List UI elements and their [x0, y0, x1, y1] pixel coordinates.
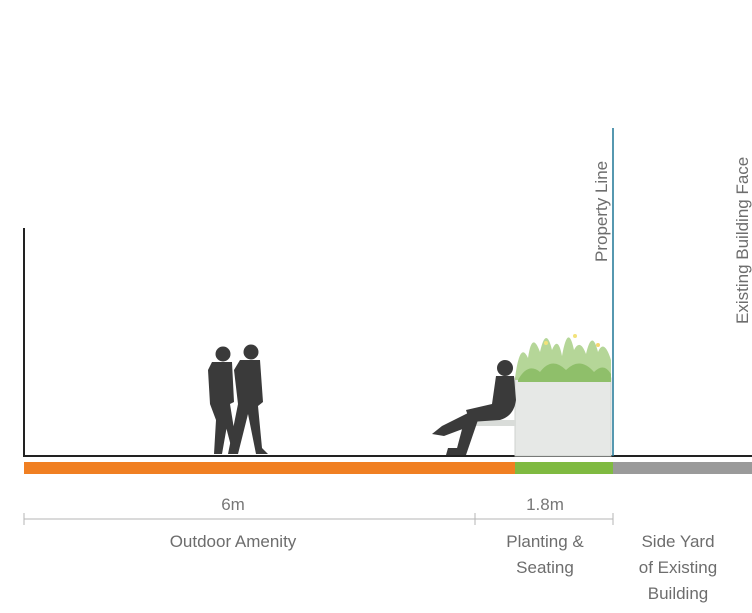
- zone-label-side-yard-line2: of Existing: [639, 558, 717, 577]
- zone-label-planting-line1: Planting &: [506, 532, 584, 551]
- outdoor-amenity-band: [24, 462, 515, 474]
- walking-person-icon: [228, 344, 268, 454]
- zone-label-side-yard-line1: Side Yard: [641, 532, 714, 551]
- side-yard-band: [613, 462, 752, 474]
- bench-icon: [476, 420, 516, 426]
- planter-box-icon: [514, 334, 612, 457]
- dimension-label-amenity: 6m: [221, 495, 245, 514]
- zone-label-outdoor-amenity: Outdoor Amenity: [170, 532, 297, 551]
- planting-band: [515, 462, 613, 474]
- building-face-label: Existing Building Face: [733, 157, 752, 324]
- dimension-label-planting: 1.8m: [526, 495, 564, 514]
- zone-label-planting-line2: Seating: [516, 558, 574, 577]
- property-line-label: Property Line: [592, 161, 611, 262]
- zone-label-side-yard-line3: Building: [648, 584, 709, 603]
- seated-person-icon: [432, 360, 516, 455]
- dimension-line: [23, 513, 614, 525]
